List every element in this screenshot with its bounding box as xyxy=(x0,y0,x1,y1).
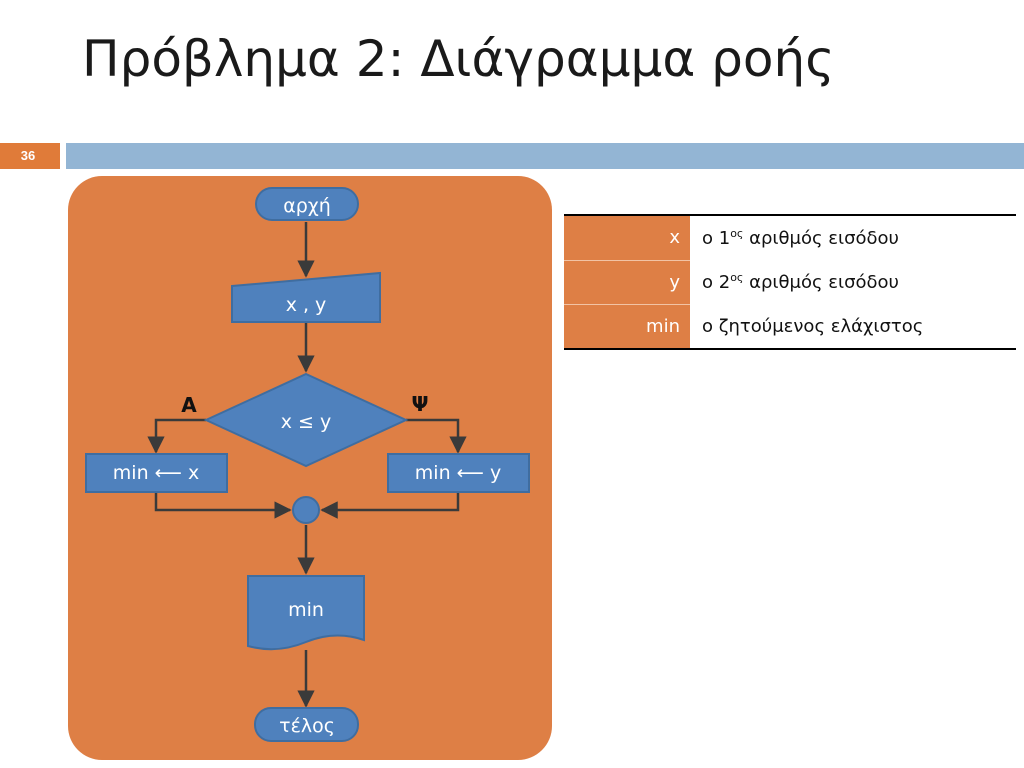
legend-symbol: x xyxy=(564,215,690,260)
assign-yes-node xyxy=(85,453,228,493)
assign-no-node xyxy=(387,453,530,493)
slide-number-box xyxy=(0,143,60,169)
legend-desc-suffix: ος xyxy=(730,271,744,284)
decision-node xyxy=(203,372,409,468)
legend-desc-text: ο ζητούμενος ελάχιστος xyxy=(702,316,924,337)
assign-yes-label: min ⟵ x xyxy=(113,462,199,484)
legend-desc-suffix: ος xyxy=(730,227,744,240)
variables-legend-table: x ο 1ος αριθμός εισόδου y ο 2ος αριθμός … xyxy=(564,214,1016,350)
output-node xyxy=(247,575,365,651)
no-branch-label: Ψ xyxy=(412,392,429,416)
legend-desc-text: αριθμός εισόδου xyxy=(743,228,899,249)
assign-no-label: min ⟵ y xyxy=(415,462,501,484)
start-label: αρχή xyxy=(283,195,331,217)
yes-branch-label: Α xyxy=(181,393,197,417)
legend-desc-text: ο 1 xyxy=(702,228,731,249)
header-bar xyxy=(66,143,1024,169)
decision-label: x ≤ y xyxy=(281,411,332,433)
arrow-decision-yes xyxy=(147,418,206,454)
legend-symbol: min xyxy=(564,303,690,349)
slide-number: 36 xyxy=(20,148,36,163)
input-node xyxy=(231,271,381,323)
output-label: min xyxy=(288,599,324,621)
arrow-decision-no xyxy=(406,418,467,454)
end-node xyxy=(254,707,359,742)
table-row: y ο 2ος αριθμός εισόδου xyxy=(564,259,1016,304)
start-node xyxy=(255,187,359,221)
arrow-yes-to-junction xyxy=(154,492,292,519)
end-label: τέλος xyxy=(279,715,335,737)
table-row: min ο ζητούμενος ελάχιστος xyxy=(564,303,1016,349)
junction-node xyxy=(292,496,320,524)
input-label: x , y xyxy=(286,294,327,316)
legend-symbol: y xyxy=(564,259,690,304)
arrow-no-to-junction xyxy=(320,492,460,519)
legend-desc-text: αριθμός εισόδου xyxy=(743,272,899,293)
legend-description: ο 1ος αριθμός εισόδου xyxy=(690,215,1016,260)
slide-title: Πρόβλημα 2: Διάγραμμα ροής xyxy=(82,30,835,88)
legend-description: ο 2ος αριθμός εισόδου xyxy=(690,260,1016,304)
table-row: x ο 1ος αριθμός εισόδου xyxy=(564,215,1016,260)
legend-description: ο ζητούμενος ελάχιστος xyxy=(690,304,1016,349)
legend-desc-text: ο 2 xyxy=(702,272,731,293)
